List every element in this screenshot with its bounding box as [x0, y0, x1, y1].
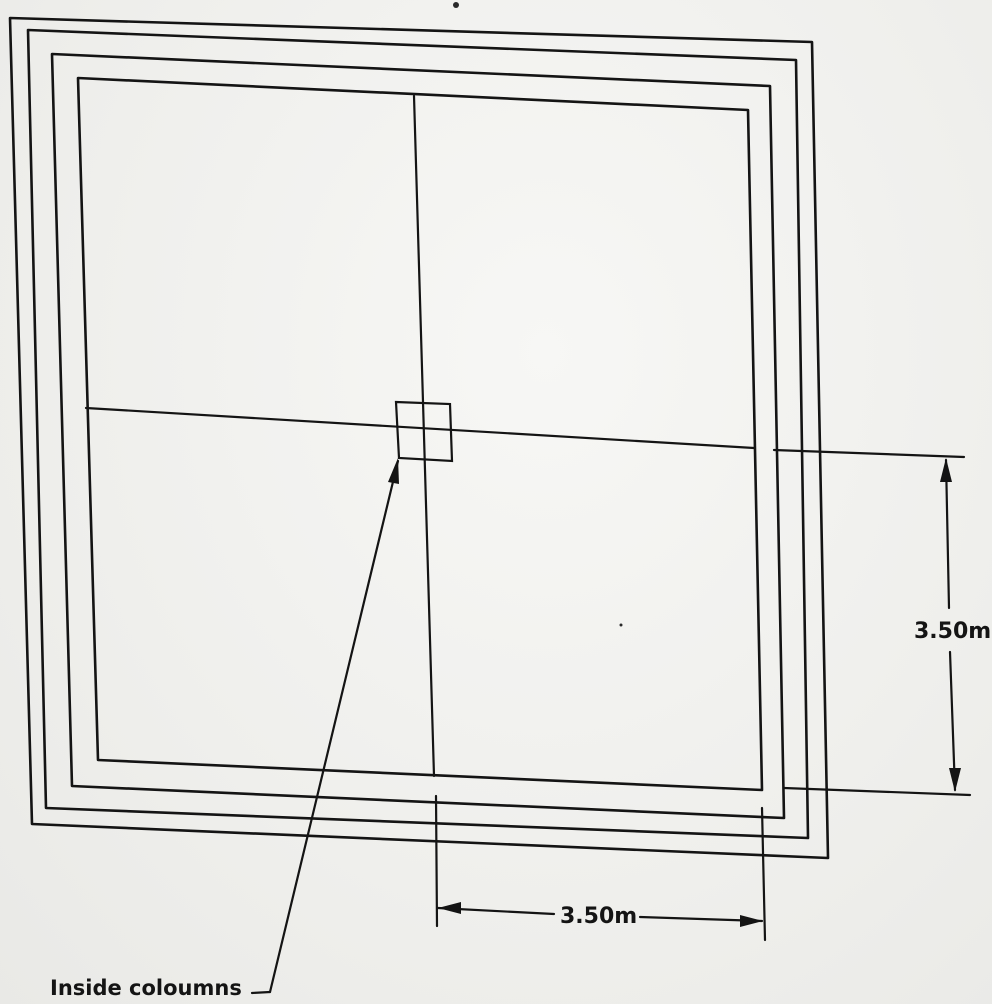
horizontal-dim-arrow-right	[740, 915, 763, 927]
vertical-dim-arrow-bottom	[949, 768, 961, 792]
scan-speck	[619, 623, 623, 627]
vertical-dim-line-upper	[944, 458, 951, 610]
horizontal-grid-line	[84, 406, 756, 450]
vertical-dim-line-lower	[948, 650, 957, 792]
vertical-grid-line	[412, 94, 436, 778]
outer-boundary-line-1	[8, 16, 830, 860]
scan-speck	[453, 2, 459, 8]
horizontal-dimension-label: 3.50m	[560, 904, 637, 929]
vertical-dim-arrow-top	[940, 458, 952, 482]
outer-boundary-line-2	[26, 28, 810, 840]
vertical-dim-extension-top	[772, 448, 966, 459]
vertical-dimension-label: 3.50m	[914, 619, 991, 644]
inside-columns-label: Inside coloumns	[50, 976, 242, 1000]
inside-column-square	[394, 400, 454, 463]
column-leader-arrow	[388, 458, 399, 484]
vertical-dim-extension-bottom	[782, 786, 972, 797]
inner-wall-outline	[76, 76, 764, 792]
outer-boundary-line-3	[50, 52, 786, 820]
column-leader-tail	[250, 990, 272, 995]
horizontal-dim-arrow-left	[438, 902, 461, 914]
column-leader-line	[268, 459, 400, 994]
horizontal-dim-extension-right	[760, 806, 767, 942]
horizontal-dim-extension-left	[434, 794, 439, 928]
